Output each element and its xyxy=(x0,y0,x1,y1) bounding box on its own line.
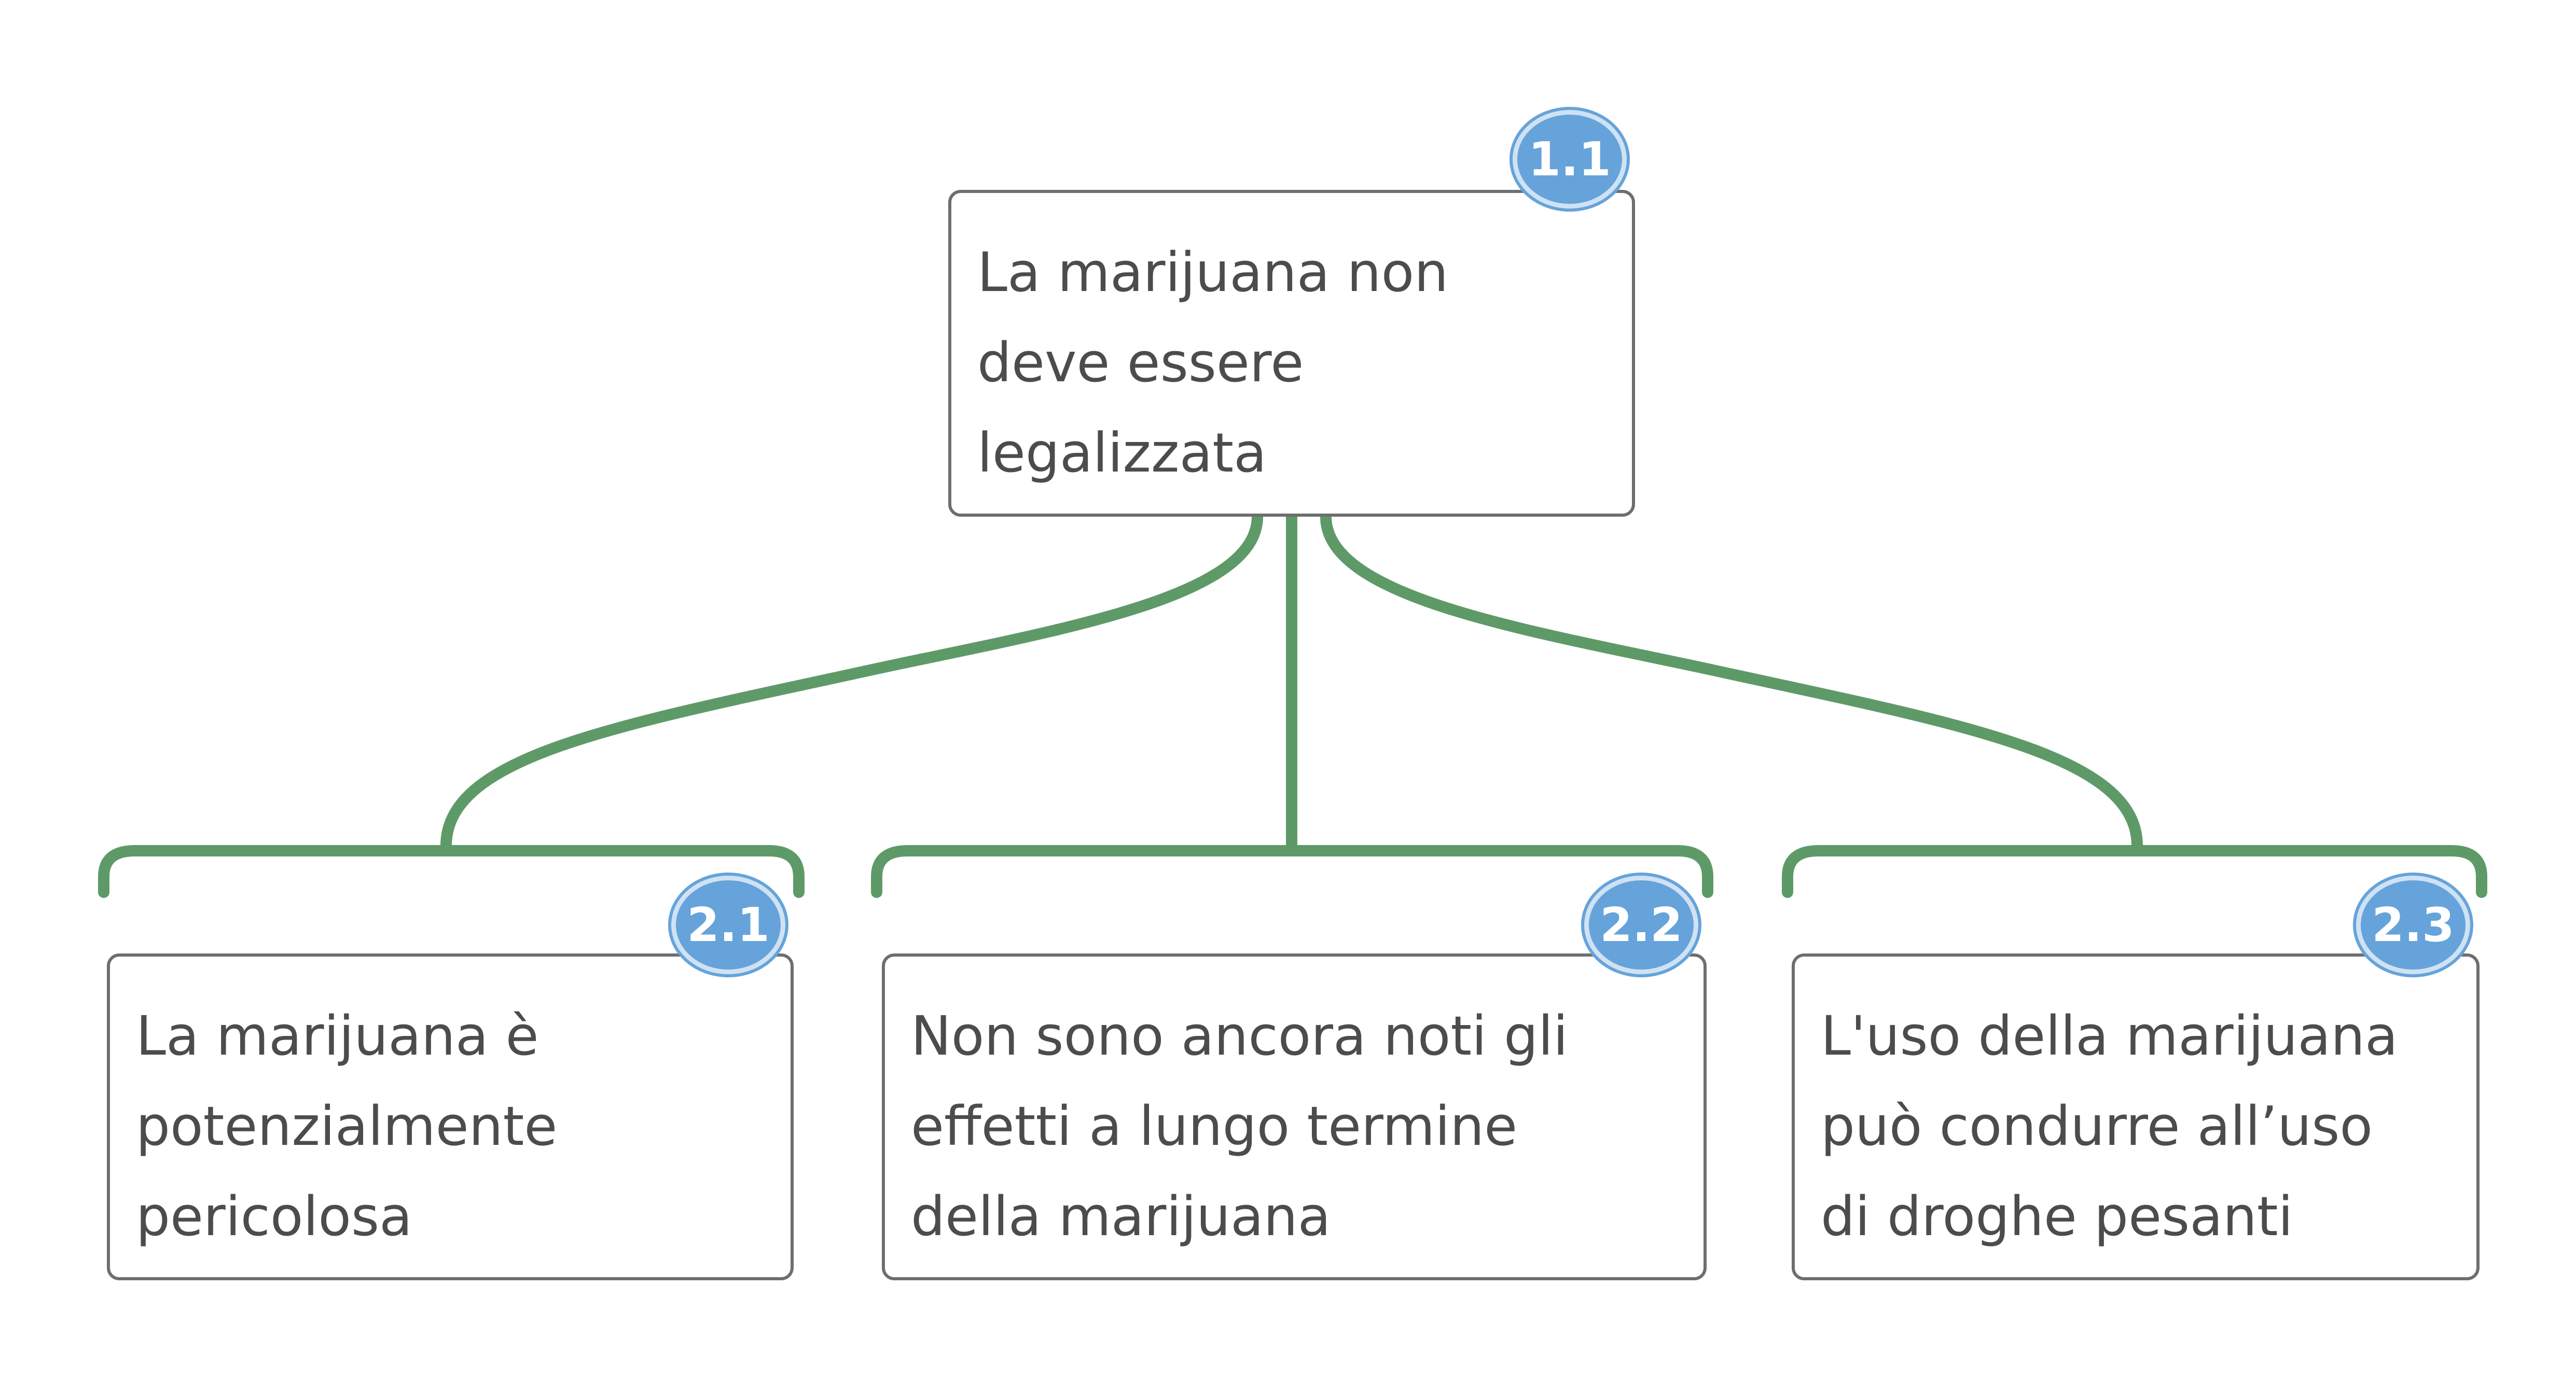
node-line: pericolosa xyxy=(136,1185,412,1248)
connector-to-2-1 xyxy=(440,511,1263,851)
node-line: L'uso della marijuana xyxy=(1821,1004,2398,1068)
node-number-badge: 2.3 xyxy=(2356,876,2470,974)
reason-node-2-3[interactable]: L'uso della marijuana può condurre all’u… xyxy=(1792,953,2480,1280)
node-line: di droghe pesanti xyxy=(1821,1185,2293,1248)
node-line: effetti a lungo termine xyxy=(911,1095,1518,1158)
node-line: La marijuana è xyxy=(136,1004,539,1068)
badge-label: 2.1 xyxy=(687,897,770,952)
node-line: può condurre all’uso xyxy=(1821,1095,2373,1158)
node-number-badge: 2.1 xyxy=(671,876,785,974)
node-line: La marijuana non xyxy=(977,241,1449,304)
node-line: legalizzata xyxy=(977,421,1267,485)
node-line: della marijuana xyxy=(911,1185,1331,1248)
badge-label: 1.1 xyxy=(1528,132,1611,187)
root-claim-node[interactable]: La marijuana non deve essere legalizzata xyxy=(948,190,1635,517)
node-number-badge: 1.1 xyxy=(1513,110,1627,209)
node-line: potenzialmente xyxy=(136,1095,558,1158)
bracket-2-2 xyxy=(871,845,1713,898)
node-line: deve essere xyxy=(977,331,1304,394)
bracket-2-3 xyxy=(1782,845,2487,898)
badge-label: 2.2 xyxy=(1600,897,1683,952)
node-line: Non sono ancora noti gli xyxy=(911,1004,1568,1068)
badge-label: 2.3 xyxy=(2372,897,2455,952)
connector-to-2-3 xyxy=(1320,511,2143,851)
bracket-2-1 xyxy=(98,845,805,898)
reason-node-2-1[interactable]: La marijuana è potenzialmente pericolosa xyxy=(107,953,794,1280)
node-number-badge: 2.2 xyxy=(1584,876,1698,974)
reason-node-2-2[interactable]: Non sono ancora noti gli effetti a lungo… xyxy=(882,953,1707,1280)
